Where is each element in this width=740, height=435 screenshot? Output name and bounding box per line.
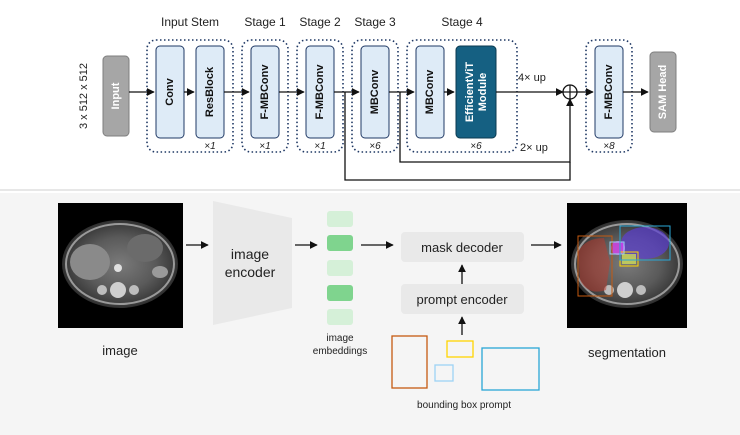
embedding-5 [327, 309, 353, 325]
repeat-final: ×8 [603, 141, 615, 152]
bbox-yellow [446, 340, 474, 358]
ct-input-image [58, 203, 183, 328]
segmentation-output-image [567, 203, 687, 328]
fmbconv-stage1-label: F-MBConv [259, 64, 271, 120]
segmentation-caption: segmentation [587, 345, 667, 360]
image-encoder-shape [213, 201, 292, 325]
embedding-1 [327, 211, 353, 227]
repeat-input-stem: ×1 [204, 141, 216, 152]
image-encoder-label-line1: image [230, 246, 270, 262]
embedding-3 [327, 260, 353, 276]
stage-title-stage4: Stage 4 [441, 15, 483, 29]
stage-title-stage1: Stage 1 [244, 15, 286, 29]
efficientvit-label-line1: EfficientViT [464, 61, 476, 123]
mbconv-stage4-label: MBConv [424, 69, 436, 115]
repeat-stage2: ×1 [314, 141, 326, 152]
resblock-label: ResBlock [204, 66, 216, 118]
final-group [585, 39, 633, 153]
input-stem-group [146, 39, 234, 153]
input-label: Input [110, 82, 122, 110]
stage1-group [241, 39, 289, 153]
sam-head-label: SAM Head [657, 64, 669, 120]
bbox-orange [391, 335, 428, 389]
embedding-4 [327, 285, 353, 301]
bbox-blue [481, 347, 540, 391]
conv-label: Conv [164, 78, 176, 106]
upsample-4x-label: 4× up [518, 72, 546, 84]
prompt-encoder-box [401, 284, 524, 314]
mask-decoder-box [401, 232, 524, 262]
stage3-group [351, 39, 399, 153]
mbconv-stage3-label: MBConv [369, 69, 381, 115]
bbox-lightblue [434, 364, 454, 382]
stage-title-input-stem: Input Stem [160, 15, 220, 29]
embedding-2 [327, 235, 353, 251]
prompt-encoder-label: prompt encoder [416, 292, 508, 307]
mask-decoder-label: mask decoder [421, 240, 503, 255]
input-dims-label: 3 x 512 x 512 [78, 62, 90, 130]
stage2-group [296, 39, 344, 153]
stage-title-stage3: Stage 3 [354, 15, 396, 29]
efficientvit-label-line2: Module [477, 72, 489, 112]
input-block [102, 55, 130, 137]
image-embeddings-label-line2: embeddings [312, 346, 368, 357]
stage-title-stage2: Stage 2 [299, 15, 341, 29]
image-embeddings-label-line1: image [326, 333, 354, 344]
skip-from-stage2 [344, 92, 571, 181]
fmbconv-stage2-label: F-MBConv [314, 64, 326, 120]
stage4-group [406, 39, 518, 153]
image-caption: image [102, 343, 138, 358]
sam-head-block [649, 51, 677, 133]
repeat-stage4: ×6 [470, 141, 482, 152]
repeat-stage1: ×1 [259, 141, 271, 152]
bounding-box-prompt-label: bounding box prompt [417, 400, 511, 411]
image-encoder-label-line2: encoder [224, 264, 276, 280]
upsample-2x-label: 2× up [520, 142, 548, 154]
fmbconv-final-label: F-MBConv [603, 64, 615, 120]
repeat-stage3: ×6 [369, 141, 381, 152]
skip-2x-up [399, 92, 574, 163]
